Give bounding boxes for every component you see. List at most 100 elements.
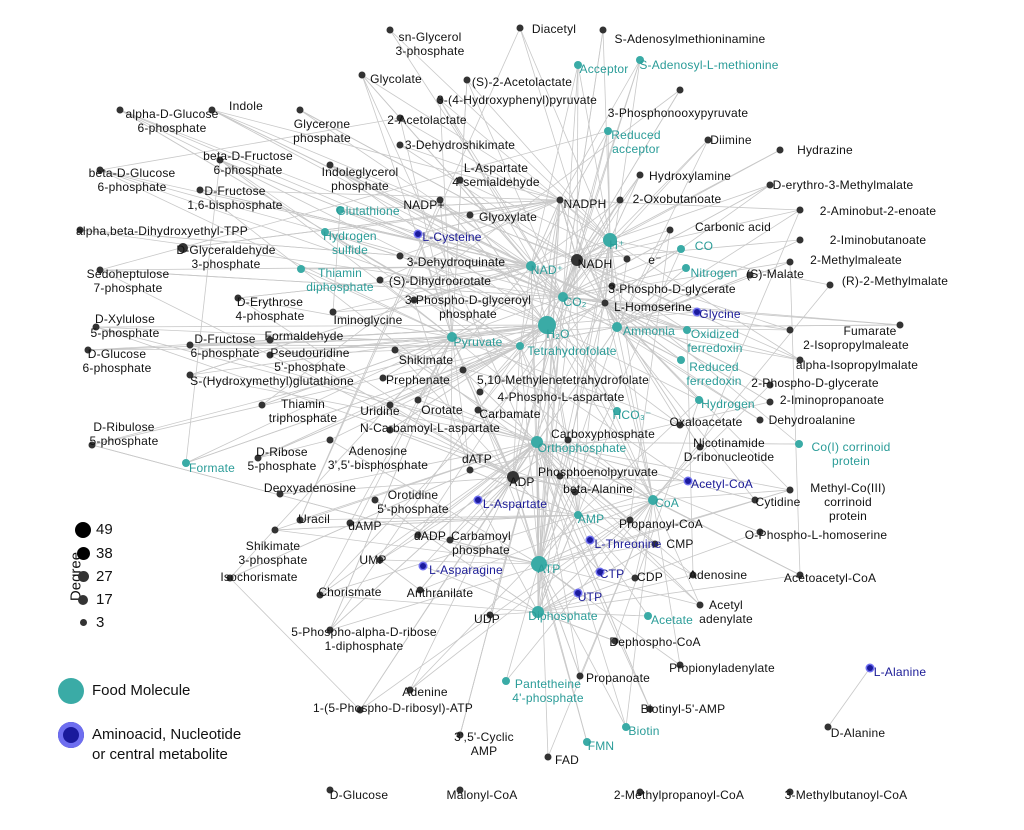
node-l-homoserine[interactable] <box>601 299 609 307</box>
node-hydrazine[interactable] <box>776 146 784 154</box>
node-anthranilate[interactable] <box>416 586 424 594</box>
node-co[interactable] <box>558 292 568 302</box>
node-deoxyadenosine[interactable] <box>276 490 284 498</box>
node-thiamin-triphosphate[interactable] <box>258 401 266 409</box>
node-fad[interactable] <box>544 753 552 761</box>
node-beta-d-glucose-6-phosphate[interactable] <box>96 166 104 174</box>
node-d-fructose-1-6-bisphosphate[interactable] <box>196 186 204 194</box>
node-co-i-corrinoid-protein[interactable] <box>795 440 803 448</box>
node-cytidine[interactable] <box>751 496 759 504</box>
node-l-threonine[interactable] <box>587 537 593 543</box>
node-indole[interactable] <box>208 106 216 114</box>
node-carboxyphosphate[interactable] <box>564 436 572 444</box>
node-acetyl-adenylate[interactable] <box>696 601 704 609</box>
node-2-isopropylmaleate[interactable] <box>786 326 794 334</box>
node-h[interactable] <box>603 233 617 247</box>
node-d-ribulose-5-phosphate[interactable] <box>88 441 96 449</box>
node-co[interactable] <box>677 245 685 253</box>
node-chorismate[interactable] <box>316 591 324 599</box>
node-2-methylpropanoyl-coa[interactable] <box>636 788 644 796</box>
node-propanoyl-coa[interactable] <box>626 516 634 524</box>
node-d-ribose-5-phosphate[interactable] <box>254 454 262 462</box>
node-isochorismate[interactable] <box>226 574 234 582</box>
node-d-glucose[interactable] <box>326 786 334 794</box>
node-2-acetolactate[interactable] <box>396 114 404 122</box>
node-sn-glycerol-3-phosphate[interactable] <box>386 26 394 34</box>
node-propanoate[interactable] <box>576 672 584 680</box>
node-thiamin-diphosphate[interactable] <box>297 265 305 273</box>
node-adenine[interactable] <box>406 686 414 694</box>
node-formaldehyde[interactable] <box>266 336 274 344</box>
node-adenosine[interactable] <box>689 571 697 579</box>
node-indoleglycerol-phosphate[interactable] <box>326 161 334 169</box>
node-glycolate[interactable] <box>358 71 366 79</box>
node-glycerone-phosphate[interactable] <box>296 106 304 114</box>
node-cmp[interactable] <box>651 540 659 548</box>
node-orotidine-5-phosphate[interactable] <box>371 496 379 504</box>
node-oxidized-ferredoxin[interactable] <box>683 326 691 334</box>
node-l-aspartate-4-semialdehyde[interactable] <box>456 176 464 184</box>
node-l-cysteine[interactable] <box>415 231 421 237</box>
node-datp[interactable] <box>466 466 474 474</box>
node-oxaloacetate[interactable] <box>676 421 684 429</box>
node-hco[interactable] <box>613 407 621 415</box>
node-3-phospho-d-glyceroyl-phosphate[interactable] <box>410 296 418 304</box>
node-r-2-methylmalate[interactable] <box>826 281 834 289</box>
node-udp[interactable] <box>486 611 494 619</box>
node-nitrogen[interactable] <box>682 264 690 272</box>
node-prephenate[interactable] <box>379 374 387 382</box>
node-2-methylmaleate[interactable] <box>786 258 794 266</box>
node-l-aspartate[interactable] <box>475 497 481 503</box>
node-3-5-cyclic-amp[interactable] <box>456 731 464 739</box>
node-n-carbamoyl-l-aspartate[interactable] <box>386 426 394 434</box>
node-tetrahydrofolate[interactable] <box>516 342 524 350</box>
node-nadp[interactable] <box>436 196 444 204</box>
node-o-phospho-l-homoserine[interactable] <box>756 528 764 536</box>
node-3-4-hydroxyphenyl-pyruvate[interactable] <box>436 96 444 104</box>
node-2-oxobutanoate[interactable] <box>616 196 624 204</box>
node-methyl-co-iii-corrinoid-protein[interactable] <box>786 486 794 494</box>
node-glyoxylate[interactable] <box>466 211 474 219</box>
node-iminoglycine[interactable] <box>329 308 337 316</box>
node-beta-alanine[interactable] <box>571 488 579 496</box>
node-diacetyl[interactable] <box>516 24 524 32</box>
node-biotinyl-5-amp[interactable] <box>646 705 654 713</box>
node-s-2-acetolactate[interactable] <box>463 76 471 84</box>
node-beta-d-fructose-6-phosphate[interactable] <box>216 156 224 164</box>
node-d-erythrose-4-phosphate[interactable] <box>234 294 242 302</box>
node-shikimate-3-phosphate[interactable] <box>271 526 279 534</box>
node-fmn[interactable] <box>583 738 591 746</box>
node-nicotinamide-d-ribonucleotide[interactable] <box>696 443 704 451</box>
node-diimine[interactable] <box>704 136 712 144</box>
node-carbamoyl-phosphate[interactable] <box>446 536 454 544</box>
node-s-dihydroorotate[interactable] <box>376 276 384 284</box>
node-s-malate[interactable] <box>746 271 754 279</box>
node-hydrogen-sulfide[interactable] <box>321 228 329 236</box>
node-d-alanine[interactable] <box>824 723 832 731</box>
node-glycine[interactable] <box>694 309 700 315</box>
node-2-iminopropanoate[interactable] <box>766 398 774 406</box>
node-pantetheine-4-phosphate[interactable] <box>502 677 510 685</box>
node-diphosphate[interactable] <box>532 606 544 618</box>
node-shikimate[interactable] <box>391 346 399 354</box>
node-dadp[interactable] <box>414 531 422 539</box>
node-uridine[interactable] <box>386 401 394 409</box>
node-damp[interactable] <box>346 519 354 527</box>
node-nadph[interactable] <box>556 196 564 204</box>
node-phosphoenolpyruvate[interactable] <box>556 472 564 480</box>
node-coa[interactable] <box>648 495 658 505</box>
node-orthophosphate[interactable] <box>531 436 543 448</box>
node-atp[interactable] <box>531 556 547 572</box>
node-biotin[interactable] <box>622 723 630 731</box>
node-ump[interactable] <box>376 556 384 564</box>
node-hydroxylamine[interactable] <box>636 171 644 179</box>
node-2-phospho-d-glycerate[interactable] <box>766 381 774 389</box>
node-formate[interactable] <box>182 459 190 467</box>
node-carbamate[interactable] <box>474 406 482 414</box>
node-d-erythro-3-methylmalate[interactable] <box>766 181 774 189</box>
node-uracil[interactable] <box>296 516 304 524</box>
node-reduced-acceptor[interactable] <box>604 127 612 135</box>
node-5-10-methylenetetrahydrofolate[interactable] <box>459 366 467 374</box>
node-malonyl-coa[interactable] <box>456 786 464 794</box>
node-2-aminobut-2-enoate[interactable] <box>796 206 804 214</box>
